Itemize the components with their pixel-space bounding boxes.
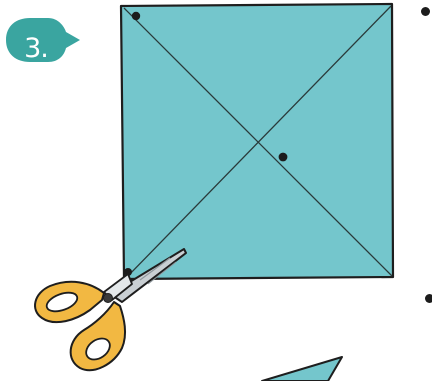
bullet-point-top [421, 7, 430, 16]
center-dot [279, 153, 288, 162]
corner-dot [132, 12, 140, 20]
next-step-paper-corner [262, 357, 342, 381]
scissors-icon [35, 249, 186, 370]
bullet-point-bottom [425, 294, 432, 303]
